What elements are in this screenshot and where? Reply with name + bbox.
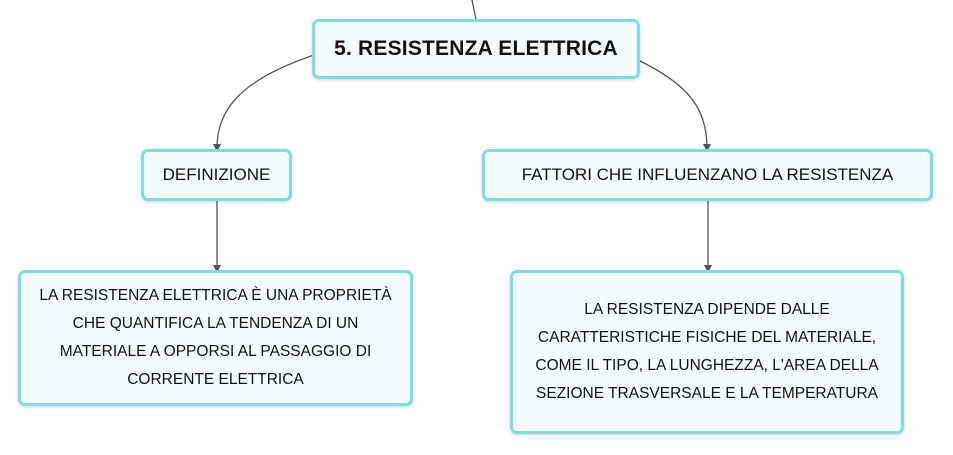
subtopic-definizione-detail-text: LA RESISTENZA ELETTRICA È UNA PROPRIETÀ …	[39, 287, 392, 388]
subtopic-definizione-detail-node[interactable]: LA RESISTENZA ELETTRICA È UNA PROPRIETÀ …	[18, 270, 413, 406]
root-topic-node[interactable]: 5. RESISTENZA ELETTRICA	[312, 19, 640, 79]
topic-definizione-label: DEFINIZIONE	[162, 165, 271, 184]
connector-parent-to-root	[471, 0, 477, 20]
connector-root-to-definizione	[213, 54, 315, 152]
topic-fattori-label: FATTORI CHE INFLUENZANO LA RESISTENZA	[521, 165, 894, 184]
topic-fattori-node[interactable]: FATTORI CHE INFLUENZANO LA RESISTENZA	[482, 149, 933, 201]
subtopic-fattori-detail-node[interactable]: LA RESISTENZA DIPENDE DALLE CARATTERISTI…	[510, 270, 904, 434]
subtopic-fattori-detail-text: LA RESISTENZA DIPENDE DALLE CARATTERISTI…	[535, 301, 879, 402]
connector-root-to-fattori	[637, 59, 711, 152]
root-topic-label: 5. RESISTENZA ELETTRICA	[334, 37, 618, 60]
topic-definizione-node[interactable]: DEFINIZIONE	[141, 149, 292, 201]
